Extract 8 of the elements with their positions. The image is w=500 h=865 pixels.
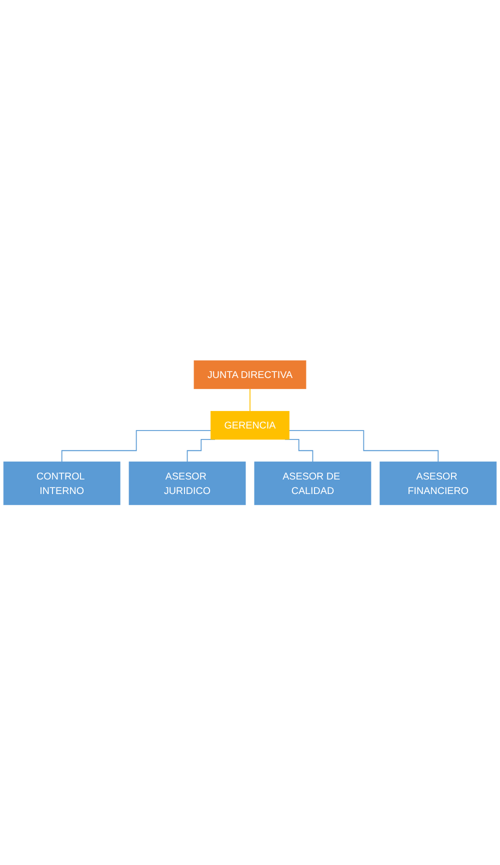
- node-box: JUNTA DIRECTIVA: [194, 360, 306, 389]
- node-box: CONTROL INTERNO: [3, 461, 120, 505]
- node-box: ASESOR JURIDICO: [128, 461, 246, 505]
- connector: [61, 430, 212, 462]
- connector: [288, 430, 439, 462]
- node-box: ASESOR FINANCIERO: [380, 461, 497, 505]
- node-box: GERENCIA: [210, 410, 290, 440]
- node-box: ASESOR DE CALIDAD: [254, 461, 372, 505]
